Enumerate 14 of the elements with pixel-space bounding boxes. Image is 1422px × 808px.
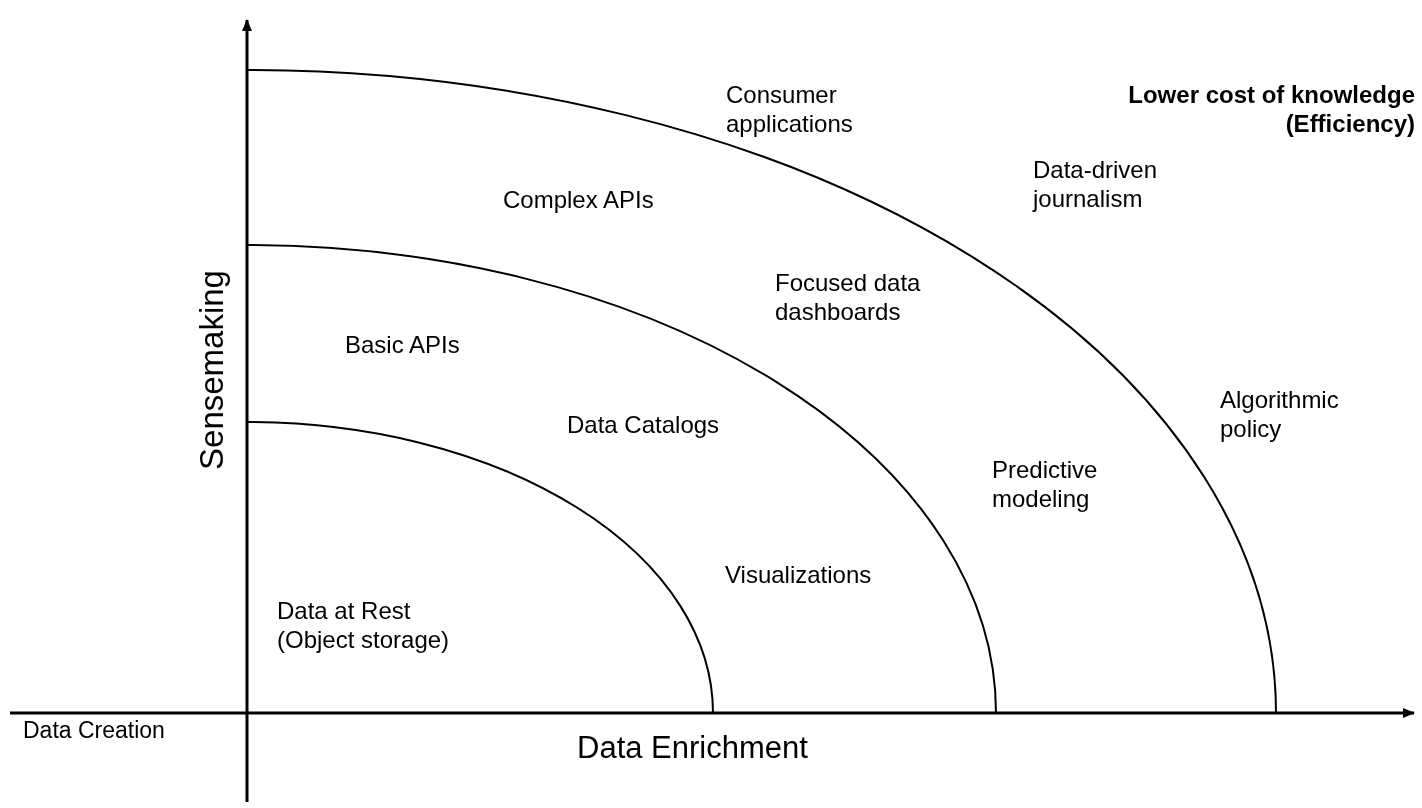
axis-label: Data Enrichment [577, 730, 808, 766]
region-label: Data-driven journalism [1033, 155, 1159, 213]
region-label: Algorithmic policy [1220, 385, 1340, 443]
region-label: Predictive modeling [992, 455, 1099, 513]
region-label: Basic APIs [345, 330, 460, 359]
heading: Lower cost of knowledge (Efficiency) [1127, 80, 1415, 138]
region-label: Data Catalogs [567, 410, 720, 439]
axis-label: Sensemaking [193, 270, 231, 470]
axis-label: Data Creation [23, 716, 165, 745]
region-label: Focused data dashboards [775, 268, 922, 326]
region-label: Complex APIs [503, 185, 654, 214]
region-label: Consumer applications [726, 80, 854, 138]
region-label: Data at Rest (Object storage) [277, 596, 451, 654]
region-label: Visualizations [725, 560, 872, 589]
